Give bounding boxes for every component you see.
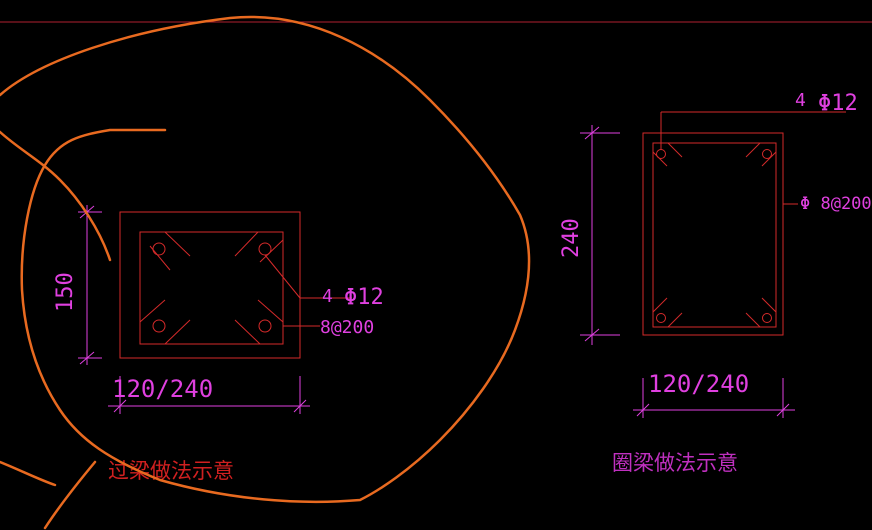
lintel-height-tick bbox=[79, 351, 95, 365]
ring-beam-main-rebar-count: 4 bbox=[795, 90, 806, 111]
lintel-hook bbox=[257, 299, 284, 323]
lintel-main-rebar-count: 4 bbox=[322, 286, 333, 307]
lintel-section bbox=[119, 211, 352, 359]
lintel-rebar-bl bbox=[152, 319, 166, 333]
ring-beam-hook bbox=[761, 297, 777, 313]
lintel-hook bbox=[234, 319, 261, 345]
annotation-tail-bottom bbox=[43, 460, 97, 530]
lintel-hook bbox=[234, 231, 259, 257]
ring-beam-height-tick bbox=[584, 328, 600, 342]
annotation-loop bbox=[0, 15, 531, 504]
ring-beam-rebar-tr bbox=[762, 149, 772, 159]
ring-beam-hook bbox=[667, 142, 683, 158]
lintel-main-rebar-symbol: Φ12 bbox=[344, 285, 384, 310]
lintel-leader-main bbox=[264, 254, 301, 299]
lintel-stirrup-label: 8@200 bbox=[320, 317, 374, 338]
ring-beam-hook bbox=[761, 151, 777, 167]
ring-beam-outer-outline bbox=[642, 132, 784, 336]
ring-beam-rebar-br bbox=[762, 313, 772, 323]
ring-beam-height-tick bbox=[584, 126, 600, 140]
lintel-hook bbox=[259, 239, 284, 263]
ring-beam-hook bbox=[652, 297, 668, 313]
lintel-hook bbox=[149, 245, 171, 271]
lintel-hook bbox=[139, 299, 166, 323]
ring-beam-width-label: 120/240 bbox=[648, 370, 749, 398]
lintel-height-label: 150 bbox=[53, 272, 78, 312]
lintel-hook bbox=[164, 231, 191, 257]
ring-beam-rebar-bl bbox=[656, 313, 666, 323]
ring-beam-hook bbox=[652, 151, 668, 167]
lintel-rebar-tl bbox=[152, 242, 166, 256]
lintel-outer-outline bbox=[119, 211, 301, 359]
ring-beam-main-rebar-symbol: Φ12 bbox=[818, 91, 858, 116]
freehand-annotation bbox=[0, 15, 531, 530]
ring-beam-hook bbox=[667, 312, 683, 328]
lintel-hook bbox=[164, 319, 191, 345]
annotation-tail-bottom-left bbox=[0, 460, 57, 487]
ring-beam-width-tick bbox=[776, 403, 790, 417]
ring-beam-hook bbox=[745, 142, 761, 158]
lintel-caption: 过梁做法示意 bbox=[108, 459, 234, 483]
ring-beam-width-tick bbox=[636, 403, 650, 417]
ring-beam-stirrup bbox=[652, 142, 777, 328]
annotation-tail-left bbox=[0, 130, 112, 262]
ring-beam-hook bbox=[745, 312, 761, 328]
lintel-width-label: 120/240 bbox=[112, 375, 213, 403]
ring-beam-stirrup-label: Φ 8@200 bbox=[800, 194, 872, 214]
lintel-width-tick bbox=[113, 399, 127, 413]
lintel-width-tick bbox=[293, 399, 307, 413]
lintel-rebar-br bbox=[258, 319, 272, 333]
ring-beam-caption: 圈梁做法示意 bbox=[612, 451, 738, 475]
ring-beam-section bbox=[642, 111, 846, 336]
ring-beam-dimensions bbox=[580, 125, 795, 418]
ring-beam-height-label: 240 bbox=[559, 218, 584, 258]
lintel-dimensions bbox=[78, 205, 310, 414]
lintel-stirrup bbox=[139, 231, 284, 345]
